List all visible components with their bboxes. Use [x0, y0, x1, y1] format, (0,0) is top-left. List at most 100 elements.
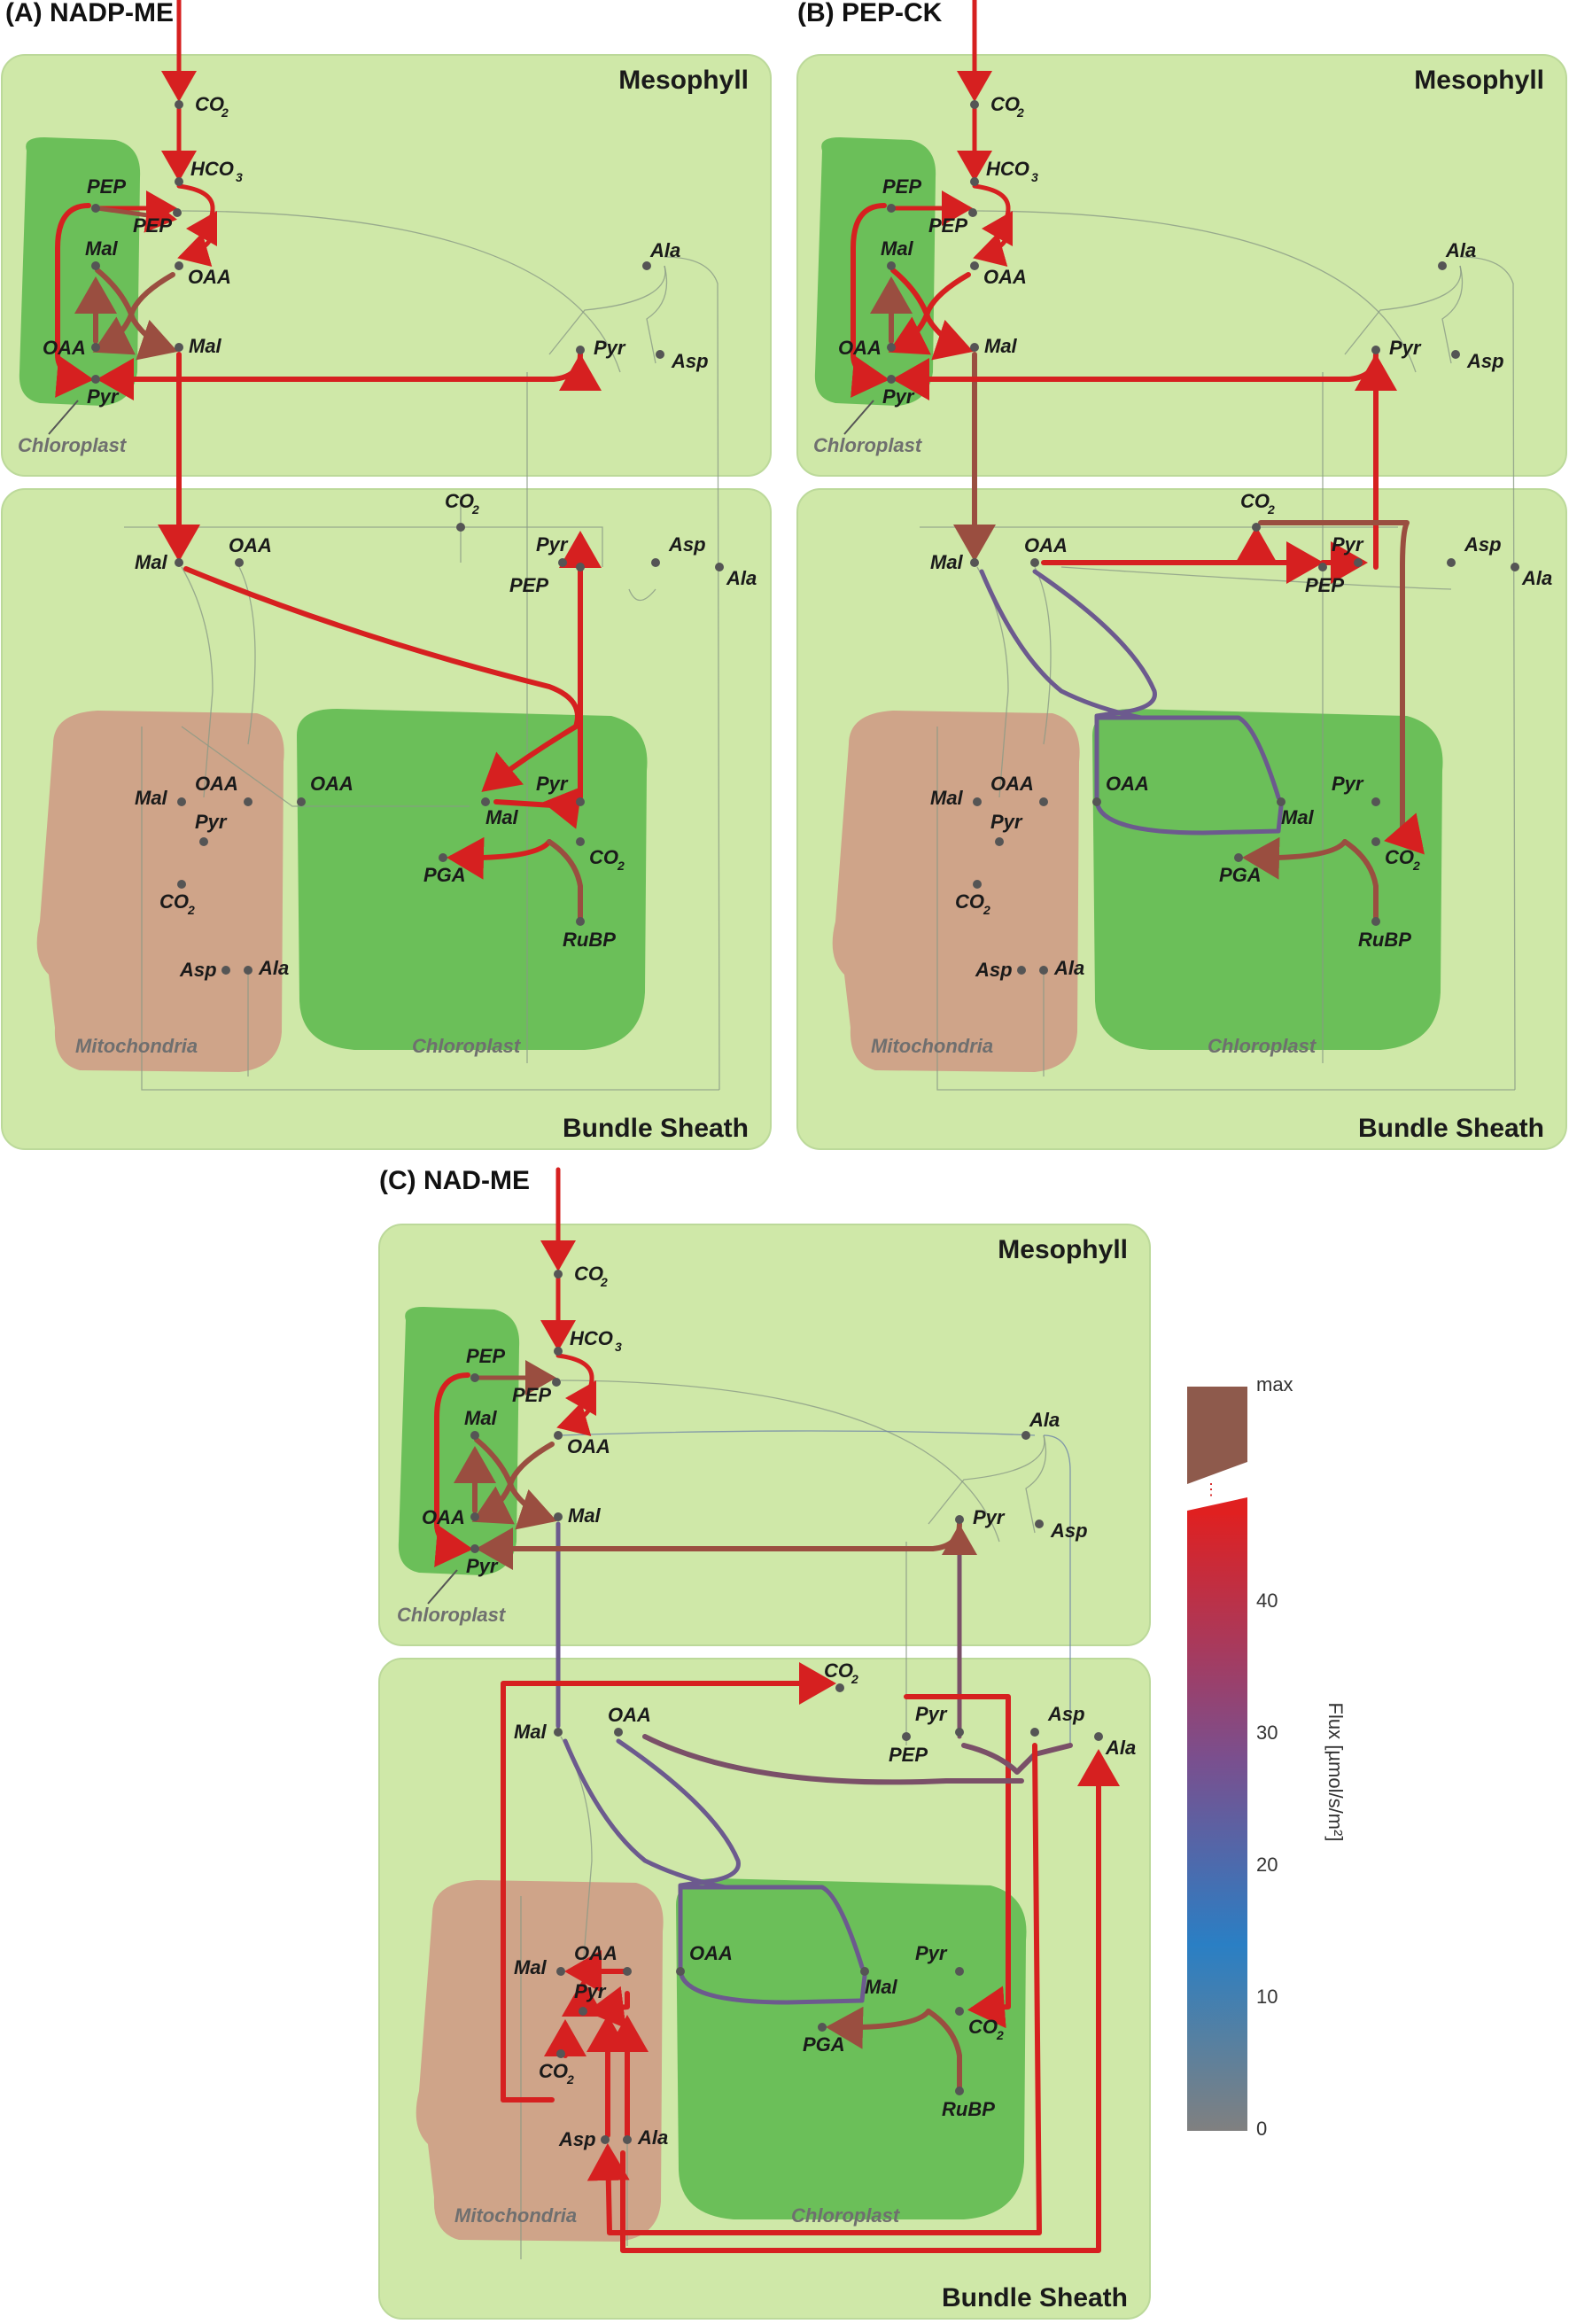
metabolite-label: 2: [983, 903, 990, 917]
metabolite-label: CO: [968, 2016, 998, 2038]
metabolite-label: OAA: [983, 266, 1027, 288]
metabolite-label: HCO: [986, 158, 1029, 180]
metabolite-node: [177, 880, 186, 889]
metabolite-node: [175, 558, 183, 567]
metabolite-label: CO: [1385, 846, 1414, 868]
metabolite-node: [576, 563, 585, 571]
reaction-connection: [628, 588, 656, 602]
metabolite-label: CO: [955, 890, 984, 913]
metabolite-node: [199, 837, 208, 846]
metabolite-label: OAA: [608, 1704, 651, 1726]
metabolite-node: [470, 1431, 479, 1440]
metabolite-node: [651, 558, 660, 567]
chloroplast-label: Chloroplast: [813, 434, 923, 456]
metabolite-label: Mal: [568, 1504, 602, 1527]
bs-chloroplast: [297, 709, 648, 1050]
metabolite-label: Pyr: [882, 385, 915, 408]
reaction-connection: [1043, 1434, 1071, 1745]
panel-a-title: (A) NADP-ME: [5, 0, 174, 27]
metabolite-node: [1354, 558, 1363, 567]
reaction-connection: [936, 727, 1515, 1091]
reaction-connection: [560, 1380, 1000, 1543]
flux-arrow: [555, 1353, 597, 1416]
flux-colorbar: ⋮ max 0 10 20 30 40 Flux [µmol/s/m²]: [1187, 1373, 1347, 2140]
metabolite-label: Pyr: [1332, 773, 1364, 795]
metabolite-node: [175, 261, 183, 270]
metabolite-label: Mal: [514, 1956, 548, 1978]
reaction-connection: [124, 526, 603, 567]
bs-chloroplast-label: Chloroplast: [412, 1035, 522, 1057]
colorbar-break-mark: ⋮: [1203, 1481, 1219, 1498]
panel-nad-me: (C) NAD-ME: [378, 1166, 1151, 2320]
colorbar-max-label: max: [1256, 1373, 1293, 1395]
mitochondria-label: Mitochondria: [75, 1035, 198, 1057]
metabolite-label: Ala: [726, 567, 757, 589]
metabolite-node: [973, 797, 982, 806]
reaction-connection: [1459, 256, 1516, 1091]
metabolite-node: [558, 558, 567, 567]
flux-arrow: [1242, 836, 1348, 880]
panel-c-title: (C) NAD-ME: [379, 1166, 530, 1195]
metabolite-node: [955, 1967, 964, 1976]
metabolite-node: [481, 797, 490, 806]
colorbar-break: [1187, 1462, 1247, 1520]
flux-arrow: [501, 1662, 836, 2102]
bundle-sheath-label: Bundle Sheath: [942, 2283, 1128, 2312]
metabolite-label: Mal: [464, 1407, 498, 1429]
metabolite-label: Ala: [1521, 567, 1552, 589]
flux-arrow: [620, 1749, 1120, 2253]
metabolite-label: Mal: [189, 335, 222, 357]
metabolite-label: RuBP: [1358, 929, 1411, 951]
flux-arrow: [642, 1734, 1024, 1785]
metabolite-node: [554, 1270, 563, 1279]
metabolite-label: PGA: [423, 864, 466, 886]
reaction-connection: [181, 210, 621, 373]
bundle-sheath-label: Bundle Sheath: [1358, 1114, 1544, 1143]
metabolite-label: 3: [1031, 170, 1038, 184]
metabolite-node: [902, 1732, 911, 1741]
flux-arrow: [97, 352, 583, 400]
chloroplast-label: Chloroplast: [397, 1604, 507, 1626]
metabolite-node: [576, 837, 585, 846]
metabolite-node: [235, 558, 244, 567]
metabolite-node: [973, 880, 982, 889]
metabolite-label: Pyr: [915, 1942, 948, 1964]
metabolite-label: Pyr: [195, 811, 228, 833]
reaction-connection: [181, 566, 214, 798]
metabolite-label: 2: [566, 2072, 574, 2087]
metabolite-node: [1092, 797, 1101, 806]
metabolite-node: [554, 1728, 563, 1737]
metabolite-label: Asp: [1050, 1520, 1088, 1542]
metabolite-label: Pyr: [1332, 533, 1364, 556]
metabolite-node: [552, 1378, 561, 1387]
metabolite-node: [1094, 1732, 1103, 1741]
metabolite-label: PEP: [512, 1384, 551, 1406]
metabolite-node: [887, 261, 896, 270]
reaction-connection: [548, 265, 666, 355]
metabolite-label: Pyr: [574, 1980, 607, 2002]
colorbar-tick-0: 0: [1256, 2118, 1267, 2140]
metabolite-node: [970, 177, 979, 186]
metabolite-node: [1035, 1520, 1044, 1528]
metabolite-node: [995, 837, 1004, 846]
metabolite-label: Ala: [1053, 957, 1084, 979]
metabolite-label: Asp: [975, 959, 1013, 981]
flux-arrow: [1094, 715, 1281, 800]
metabolite-node: [1039, 966, 1048, 975]
metabolite-label: Asp: [668, 533, 706, 556]
metabolite-node: [1030, 558, 1039, 567]
bs-chloroplast-label: Chloroplast: [791, 2204, 901, 2227]
colorbar-tick-40: 40: [1256, 1589, 1278, 1612]
metabolite-node: [887, 343, 896, 352]
metabolite-node: [470, 1544, 479, 1553]
thin-connections-b: [920, 210, 1516, 1091]
colorbar-tick-30: 30: [1256, 1722, 1278, 1744]
metabolite-label: 2: [1016, 105, 1024, 120]
flux-arrow: [926, 2009, 962, 2094]
flux-arrow: [55, 203, 94, 398]
metabolite-label: Mal: [135, 551, 168, 573]
flux-arrows-c: [434, 1167, 1120, 2253]
metabolite-node: [970, 100, 979, 109]
reaction-connection: [1441, 265, 1464, 364]
